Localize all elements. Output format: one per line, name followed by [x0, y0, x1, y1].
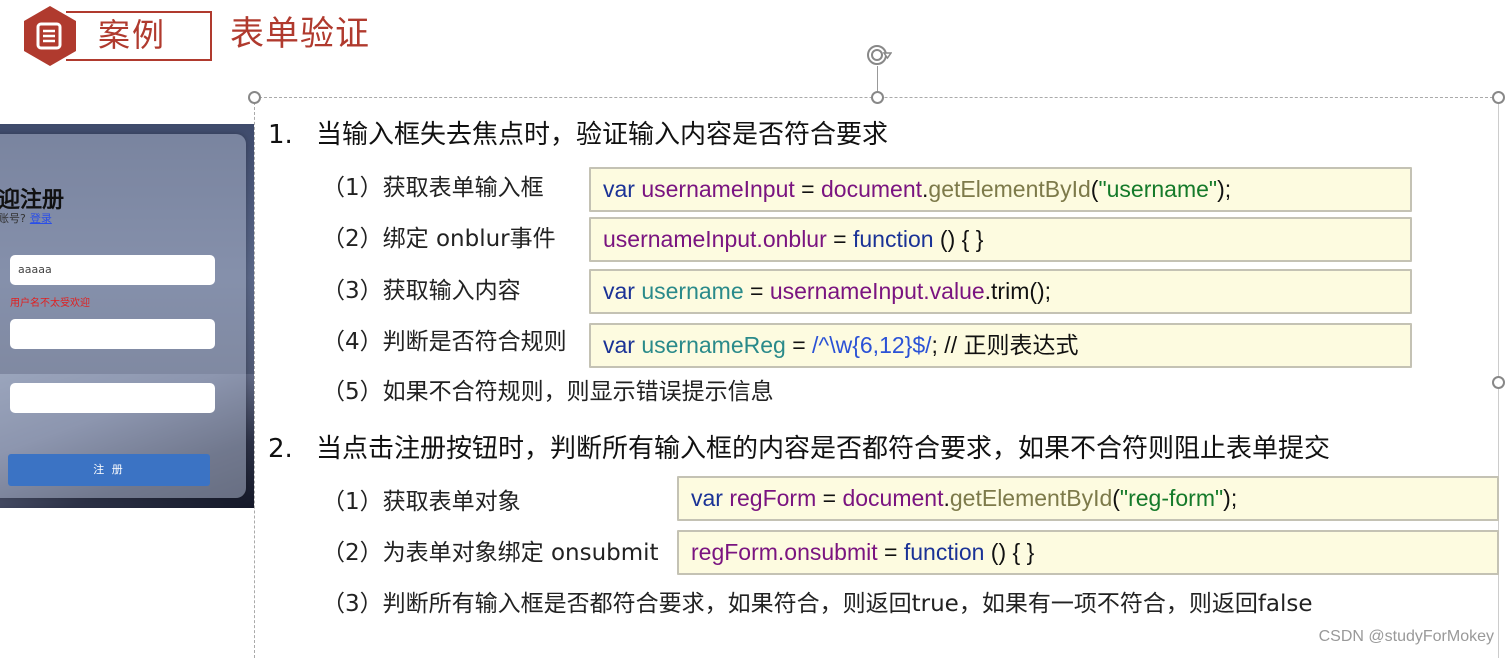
register-card [0, 134, 246, 498]
resize-handle-top-center[interactable] [871, 91, 884, 104]
register-heading: 迎注册 [0, 188, 65, 213]
section-2-title: 当点击注册按钮时，判断所有输入框的内容是否都符合要求，如果不合符则阻止表单提交 [316, 434, 1331, 464]
badge-frame [66, 11, 212, 61]
rotation-stem [877, 66, 878, 96]
section-1-step-4: （4）判断是否符合规则 [322, 329, 567, 355]
section-1-step-1: （1）获取表单输入框 [322, 175, 544, 201]
watermark: CSDN @studyForMokey [1318, 628, 1494, 645]
password-input[interactable] [10, 319, 215, 349]
section-1-step-2: （2）绑定 onblur事件 [322, 226, 556, 252]
resize-handle-top-left[interactable] [248, 91, 261, 104]
rotate-handle-icon[interactable] [864, 42, 892, 68]
resize-handle-right-middle[interactable] [1492, 376, 1505, 389]
section-1-title: 当输入框失去焦点时，验证输入内容是否符合要求 [316, 120, 889, 150]
has-account-label: 账号? [0, 212, 26, 225]
has-account-text: 账号?登录 [0, 210, 52, 226]
code-get-input-value: var username = usernameInput.value.trim(… [589, 269, 1412, 314]
section-2-step-3: （3）判断所有输入框是否都符合要求，如果符合，则返回true，如果有一项不符合，… [322, 591, 1313, 617]
selection-border-left [254, 97, 255, 658]
case-badge: 案例 [22, 5, 212, 66]
section-2-heading: 2. 当点击注册按钮时，判断所有输入框的内容是否都符合要求，如果不合符则阻止表单提… [268, 432, 1330, 466]
code-get-username-input: var usernameInput = document.getElementB… [589, 167, 1412, 212]
section-1-heading: 1. 当输入框失去焦点时，验证输入内容是否符合要求 [268, 118, 888, 152]
section-2-step-2: （2）为表单对象绑定 onsubmit [322, 540, 659, 566]
section-1-step-3: （3）获取输入内容 [322, 278, 521, 304]
code-bind-onsubmit: regForm.onsubmit = function () { } [677, 530, 1499, 575]
badge-label: 案例 [98, 16, 167, 54]
username-error-message: 用户名不太受欢迎 [10, 298, 90, 309]
code-bind-onblur: usernameInput.onblur = function () { } [589, 217, 1412, 262]
section-1-step-5: （5）如果不合符规则，则显示错误提示信息 [322, 379, 774, 405]
confirm-password-input[interactable] [10, 383, 215, 413]
login-link[interactable]: 登录 [29, 212, 52, 225]
section-2-step-1: （1）获取表单对象 [322, 489, 521, 515]
document-icon [24, 6, 76, 66]
code-get-reg-form: var regForm = document.getElementById("r… [677, 476, 1499, 521]
username-input[interactable]: aaaaa [10, 255, 215, 285]
section-1-number: 1. [268, 120, 293, 150]
register-page-preview: 迎注册 账号?登录 aaaaa 用户名不太受欢迎 注 册 [0, 124, 254, 508]
section-2-number: 2. [268, 434, 293, 464]
slide-title: 表单验证 [230, 14, 370, 54]
resize-handle-top-right[interactable] [1492, 91, 1505, 104]
code-username-regex: var usernameReg = /^\w{6,12}$/; // 正则表达式 [589, 323, 1412, 368]
register-submit-button[interactable]: 注 册 [8, 454, 210, 486]
